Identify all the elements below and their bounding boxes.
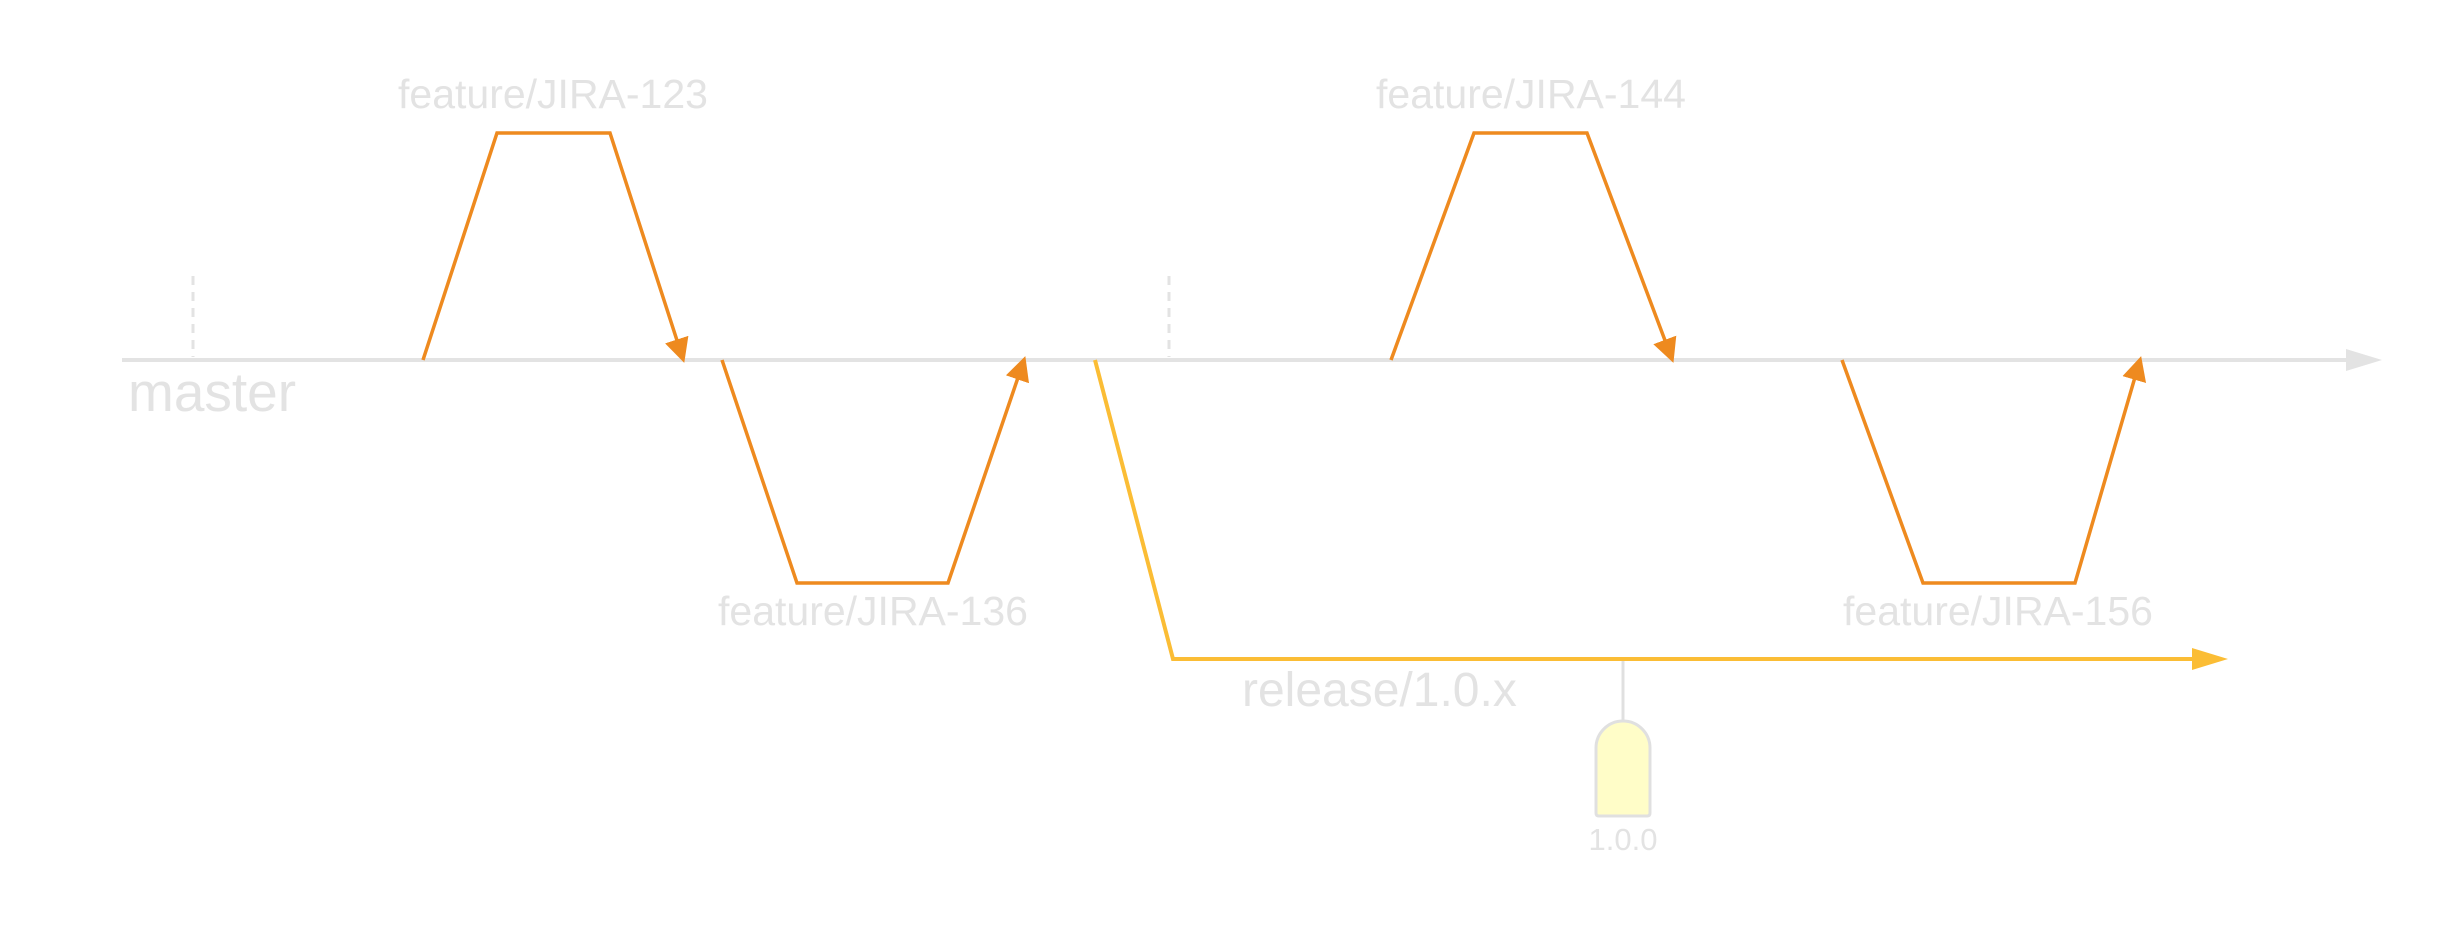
feature-jira-123-label: feature/JIRA-123 [398,71,708,117]
master-branch: master [122,276,2382,423]
feature-jira-123-path [421,131,689,363]
release-label: release/1.0.x [1242,664,1517,717]
release-branch: release/1.0.x [1093,359,2228,717]
feature-jira-136-path [720,356,1030,585]
feature-jira-136-label: feature/JIRA-136 [718,588,1028,634]
master-label: master [128,361,296,423]
release-arrowhead [2192,648,2228,670]
tag-label: 1.0.0 [1589,822,1658,857]
release-path [1093,359,2197,661]
feature-jira-144-path [1389,131,1677,363]
feature-jira-156-path [1840,356,2147,585]
tag-marker: 1.0.0 [1589,661,1658,857]
feature-branch-jira-144: feature/JIRA-144 [1376,71,1686,363]
tag-icon [1594,719,1652,818]
master-arrowhead [2346,349,2382,371]
feature-branch-jira-123: feature/JIRA-123 [398,71,708,363]
feature-branch-jira-136: feature/JIRA-136 [718,356,1030,634]
feature-branch-jira-156: feature/JIRA-156 [1840,356,2153,634]
feature-jira-156-label: feature/JIRA-156 [1843,588,2153,634]
feature-jira-144-label: feature/JIRA-144 [1376,71,1686,117]
